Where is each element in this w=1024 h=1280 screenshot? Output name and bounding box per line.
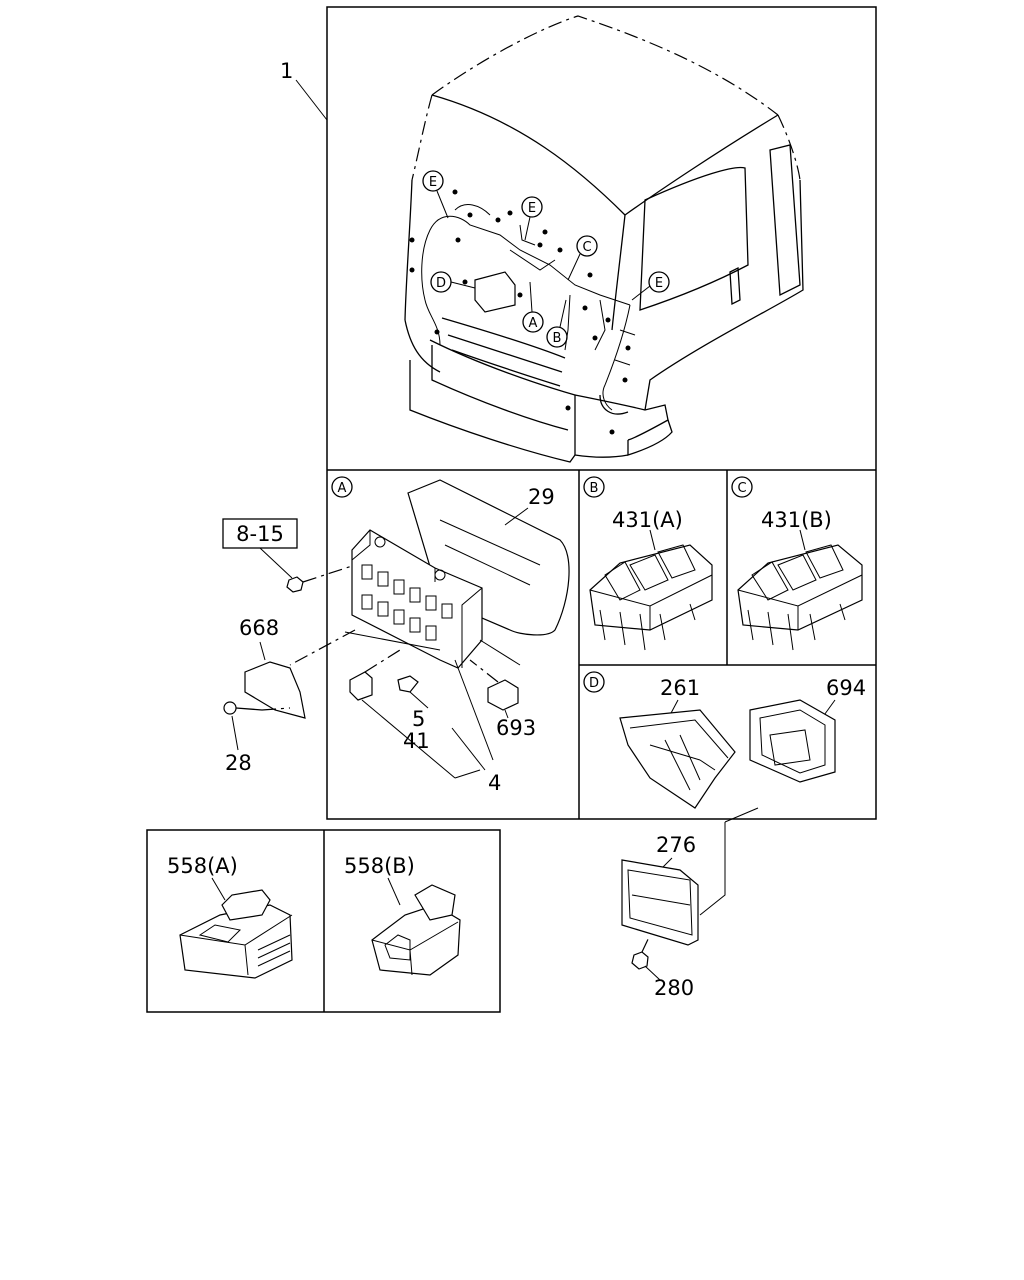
svg-text:28: 28	[225, 751, 252, 775]
panel-frames	[146, 6, 877, 1013]
truck-cab-illustration	[404, 15, 804, 463]
panel-c: C 431(B)	[731, 476, 863, 651]
svg-text:693: 693	[496, 716, 536, 740]
callout-e-center: E	[521, 196, 543, 241]
panel-marker-b: B	[583, 476, 605, 498]
callout-e-right: E	[631, 271, 670, 301]
svg-text:1: 1	[280, 59, 293, 83]
panel-a: A 29 8-15 668	[222, 476, 570, 795]
label-harness: 1	[280, 59, 328, 121]
panel-b: B 431(A)	[583, 476, 713, 651]
ref-box-8-15: 8-15	[222, 518, 298, 579]
svg-text:A: A	[529, 316, 538, 331]
bolt-28: 28	[223, 701, 291, 775]
svg-text:E: E	[528, 201, 536, 216]
svg-text:C: C	[582, 240, 591, 255]
nut-280: 280	[631, 934, 694, 1000]
svg-text:5: 5	[412, 707, 425, 731]
callout-d: D	[430, 271, 476, 293]
panel-marker-d: D	[583, 671, 605, 693]
svg-text:41: 41	[403, 729, 430, 753]
svg-text:280: 280	[654, 976, 694, 1000]
svg-text:431(B): 431(B)	[761, 508, 832, 532]
callout-a: A	[522, 281, 544, 333]
svg-text:4: 4	[488, 771, 501, 795]
panel-d: D 261 694	[583, 671, 866, 809]
svg-text:C: C	[737, 481, 746, 496]
svg-text:A: A	[338, 481, 347, 496]
svg-text:668: 668	[239, 616, 279, 640]
bracket-668: 668	[239, 616, 306, 719]
svg-text:D: D	[436, 276, 446, 291]
callout-e-left: E	[422, 170, 449, 219]
svg-text:276: 276	[656, 833, 696, 857]
svg-text:D: D	[589, 676, 599, 691]
connector-558b: 558(B)	[344, 854, 461, 976]
svg-text:558(B): 558(B)	[344, 854, 415, 878]
callout-b: B	[546, 299, 568, 348]
svg-text:E: E	[655, 276, 663, 291]
cab-callouts: E E E C D A B	[422, 170, 670, 348]
svg-text:29: 29	[528, 485, 555, 509]
callout-c: C	[567, 235, 598, 281]
svg-text:558(A): 558(A)	[167, 854, 238, 878]
svg-text:261: 261	[660, 676, 700, 700]
svg-text:694: 694	[826, 676, 866, 700]
svg-text:E: E	[429, 175, 437, 190]
svg-text:B: B	[553, 331, 562, 346]
svg-text:8-15: 8-15	[236, 522, 284, 546]
svg-text:B: B	[590, 481, 599, 496]
panel-marker-a: A	[331, 476, 353, 498]
module-276: 276	[621, 807, 759, 946]
svg-text:431(A): 431(A)	[612, 508, 683, 532]
connector-558a: 558(A)	[167, 854, 293, 979]
panel-marker-c: C	[731, 476, 753, 498]
